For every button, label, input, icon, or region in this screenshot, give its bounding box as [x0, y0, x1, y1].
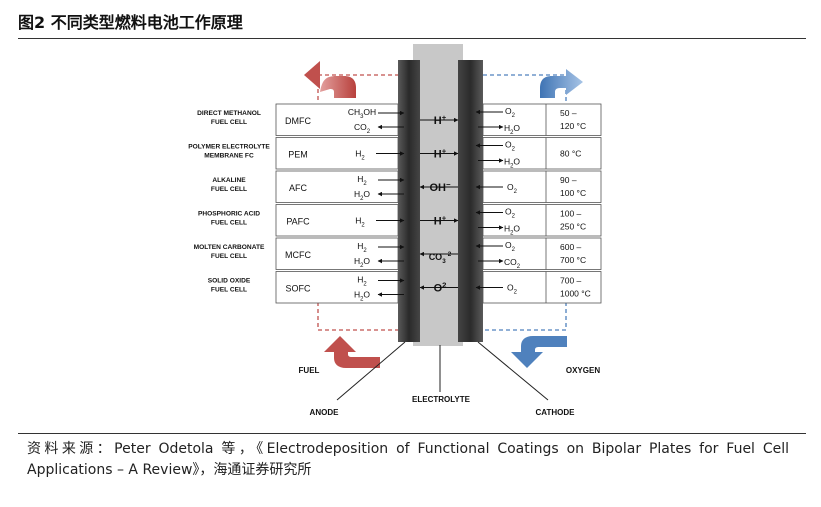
fuel-cell-name-line1: SOLID OXIDE — [208, 278, 251, 285]
oxygen-label: OXYGEN — [566, 366, 600, 375]
title-rule — [18, 38, 806, 39]
exhaust-arrow-head — [304, 61, 320, 89]
cathode-output: H2O — [504, 224, 520, 237]
fuel-cell-abbr: PAFC — [286, 217, 310, 227]
temperature-line1: 80 °C — [560, 149, 581, 159]
oxygen-out-arrow — [540, 69, 583, 98]
ion-label: O2 — [434, 281, 447, 295]
temperature-line1: 700 – — [560, 276, 582, 286]
fuel-cell-name-line2: FUEL CELL — [211, 220, 247, 227]
anode-row-box — [275, 237, 399, 270]
anode-label: ANODE — [310, 408, 340, 417]
cathode-plate — [458, 60, 483, 342]
cathode-input: O2 — [505, 140, 515, 153]
fuel-cell-name-line2: FUEL CELL — [211, 287, 247, 294]
source-note: 资料来源：Peter Odetola 等，《Electrodeposition … — [27, 441, 789, 478]
cathode-row-box — [482, 237, 602, 270]
ion-label: CO3-2 — [429, 251, 452, 265]
cathode-input: O2 — [505, 240, 515, 253]
electrolyte-layer — [413, 44, 463, 346]
anode-row-box — [275, 271, 399, 304]
ion-label: OH− — [430, 180, 452, 194]
anode-row-box — [275, 103, 399, 136]
ion-label: H+ — [434, 214, 447, 228]
fuel-cell-abbr: PEM — [288, 150, 308, 160]
temperature-line1: 100 – — [560, 209, 582, 219]
cathode-output: CO2 — [504, 257, 520, 270]
fuel-cell-name-line1: MOLTEN CARBONATE — [194, 244, 265, 251]
anode-input: H2 — [357, 275, 366, 288]
anode-output: CO2 — [354, 122, 370, 135]
anode-input: H2 — [357, 241, 366, 254]
fuel-cell-name-line2: FUEL CELL — [211, 253, 247, 260]
temperature-line2: 1000 °C — [560, 289, 591, 299]
fuel-cell-abbr: MCFC — [285, 250, 311, 260]
temperature-line2: 250 °C — [560, 222, 586, 232]
fuel-label: FUEL — [299, 366, 320, 375]
anode-input: CH3OH — [348, 107, 376, 120]
cathode-row-box — [482, 137, 602, 170]
fuel-dashed-path — [317, 75, 398, 331]
ion-label: H+ — [434, 113, 447, 127]
temperature-line2: 700 °C — [560, 255, 586, 265]
fuel-cell-name-line1: POLYMER ELECTROLYTE — [188, 144, 270, 151]
cathode-input: O2 — [507, 283, 517, 296]
anode-pointer-line — [336, 341, 406, 401]
anode-plate — [398, 60, 420, 342]
fuel-cell-abbr: AFC — [289, 183, 308, 193]
temperature-line2: 100 °C — [560, 188, 586, 198]
anode-output: H2O — [354, 256, 370, 269]
fuel-cell-name-line1: ALKALINE — [212, 177, 246, 184]
oxygen-in-arrow — [511, 336, 567, 368]
fuel-cell-abbr: SOFC — [285, 284, 311, 294]
fuel-cell-name-line1: PHOSPHORIC ACID — [198, 211, 260, 218]
temperature-line1: 50 – — [560, 108, 577, 118]
figure-title: 图2 不同类型燃料电池工作原理 — [18, 13, 243, 32]
ion-label: H+ — [434, 147, 447, 161]
cathode-input: O2 — [505, 106, 515, 119]
fuel-cell-name-line2: MEMBRANE FC — [204, 153, 254, 160]
anode-input: H2 — [357, 174, 366, 187]
cathode-row-box — [482, 204, 602, 237]
fuel-in-arrow — [324, 336, 380, 368]
temperature-line1: 90 – — [560, 175, 577, 185]
cathode-output: H2O — [504, 123, 520, 136]
cathode-pointer-line — [477, 341, 549, 401]
source-rule — [18, 433, 806, 434]
anode-output: H2O — [354, 189, 370, 202]
temperature-line1: 600 – — [560, 242, 582, 252]
cathode-input: O2 — [507, 182, 517, 195]
fuel-cell-abbr: DMFC — [285, 116, 311, 126]
electrolyte-label: ELECTROLYTE — [412, 395, 471, 404]
anode-output: H2O — [354, 290, 370, 303]
anode-input: H2 — [355, 149, 364, 162]
exhaust-arrow-body — [320, 76, 356, 98]
temperature-line2: 120 °C — [560, 121, 586, 131]
anode-input: H2 — [355, 216, 364, 229]
fuel-cell-name-line2: FUEL CELL — [211, 186, 247, 193]
cathode-input: O2 — [505, 207, 515, 220]
fuel-cell-name-line2: FUEL CELL — [211, 119, 247, 126]
cathode-output: H2O — [504, 157, 520, 170]
fuel-cell-name-line1: DIRECT METHANOL — [197, 110, 261, 117]
cathode-row-box — [482, 103, 602, 136]
cathode-label: CATHODE — [536, 408, 576, 417]
anode-row-box — [275, 170, 399, 203]
